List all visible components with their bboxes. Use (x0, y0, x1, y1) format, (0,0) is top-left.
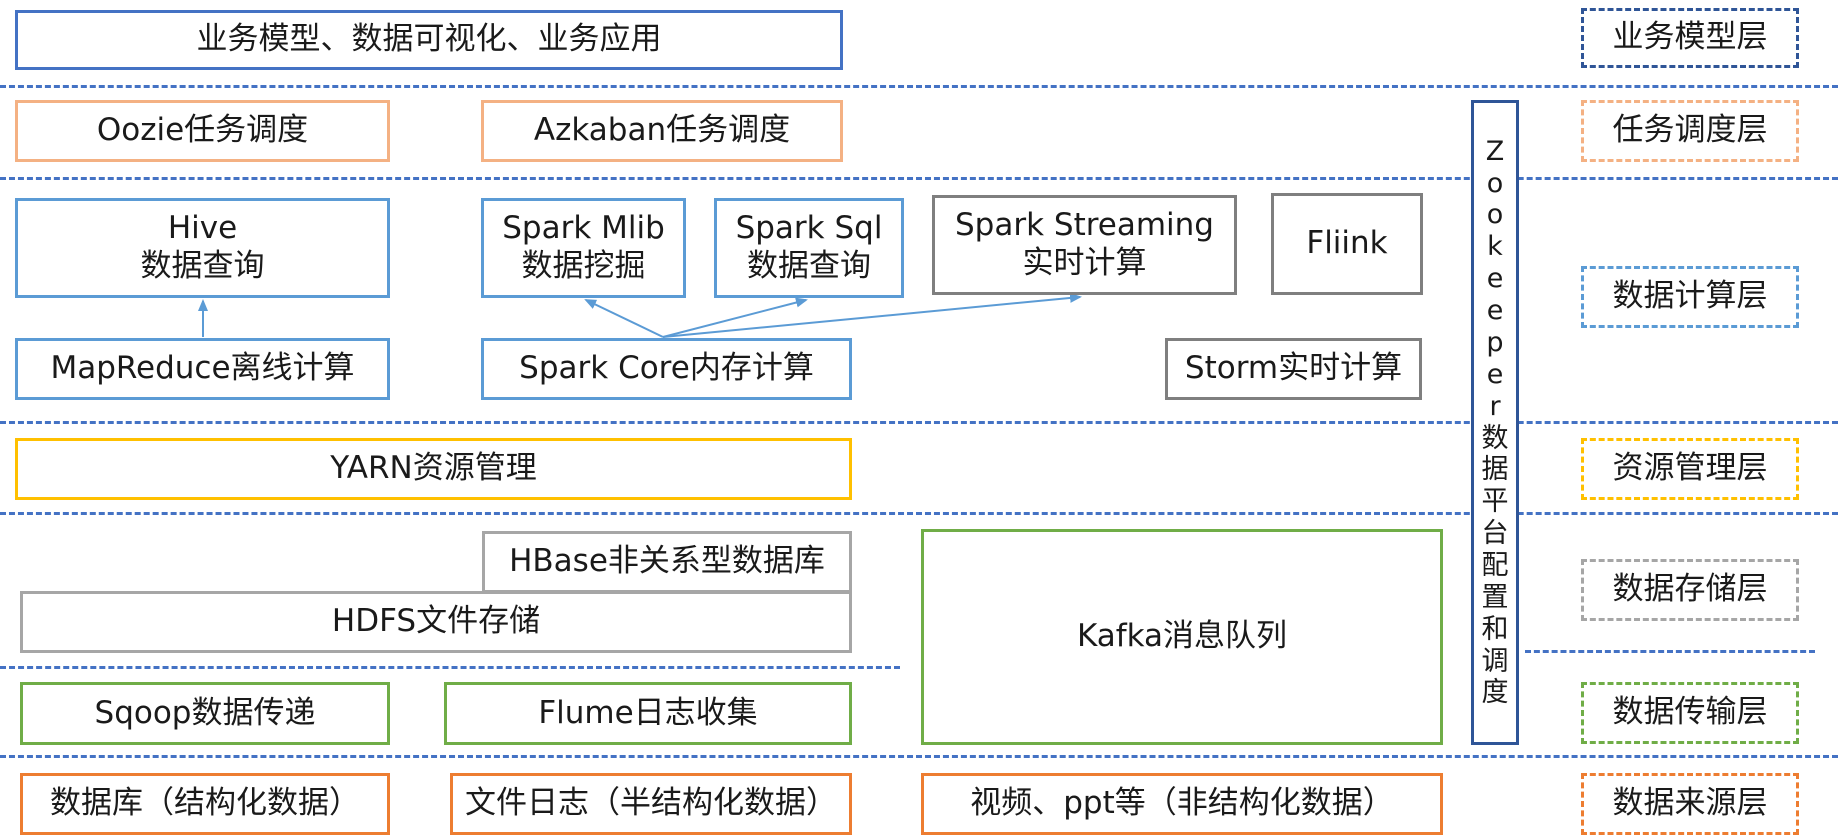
zookeeper-char: e (1486, 295, 1504, 327)
hive-subtitle: 数据查询 (140, 248, 265, 284)
hive-box: Hive 数据查询 (15, 198, 390, 298)
storm-box: Storm实时计算 (1165, 338, 1422, 400)
spark-sql-subtitle: 数据查询 (747, 248, 871, 284)
spark-streaming-subtitle: 实时计算 (1022, 245, 1147, 281)
sqoop-box: Sqoop数据传递 (20, 682, 390, 745)
spark-mlib-box: Spark Mlib 数据挖掘 (481, 198, 686, 298)
business-apps-box: 业务模型、数据可视化、业务应用 (15, 10, 843, 70)
spark-sql-box: Spark Sql 数据查询 (714, 198, 904, 298)
zookeeper-char: e (1486, 358, 1504, 390)
layer-label-data-transfer: 数据传输层 (1581, 682, 1799, 744)
separator-task-compute (0, 177, 1838, 180)
spark-mlib-subtitle: 数据挖掘 (521, 248, 646, 284)
zookeeper-char: e (1486, 263, 1504, 295)
arrow-sparkcore-to-sql (662, 297, 808, 338)
zookeeper-char: o (1486, 167, 1504, 199)
yarn-box: YARN资源管理 (15, 438, 852, 500)
zookeeper-char: 配 (1481, 549, 1509, 581)
oozie-box: Oozie任务调度 (15, 100, 390, 162)
zookeeper-char: r (1489, 390, 1501, 422)
flink-box: Fliink (1271, 193, 1423, 295)
azkaban-box: Azkaban任务调度 (481, 100, 843, 162)
database-box: 数据库（结构化数据） (20, 773, 390, 835)
zookeeper-char: k (1487, 231, 1503, 263)
spark-sql-title: Spark Sql (735, 210, 883, 247)
layer-label-data-compute: 数据计算层 (1581, 266, 1799, 328)
spark-streaming-box: Spark Streaming 实时计算 (932, 195, 1237, 295)
separator-business-task (0, 85, 1838, 88)
zookeeper-char: 台 (1481, 518, 1509, 550)
layer-label-business-model: 业务模型层 (1581, 8, 1799, 68)
hive-title: Hive (167, 210, 238, 247)
separator-storage-transfer-left (0, 666, 900, 669)
layer-label-data-source: 数据来源层 (1581, 773, 1799, 835)
hdfs-box: HDFS文件存储 (20, 591, 852, 653)
arrow-sparkcore-to-mlib (584, 299, 664, 338)
video-ppt-box: 视频、ppt等（非结构化数据） (921, 773, 1443, 835)
separator-storage-transfer-right (1525, 650, 1815, 653)
zookeeper-char: 和 (1481, 613, 1509, 645)
spark-core-box: Spark Core内存计算 (481, 338, 852, 400)
zookeeper-char: p (1486, 326, 1504, 358)
zookeeper-char: Z (1485, 135, 1505, 167)
zookeeper-char: 据 (1481, 454, 1509, 486)
zookeeper-char: 调 (1481, 645, 1509, 677)
layer-label-resource-mgmt: 资源管理层 (1581, 438, 1799, 500)
layer-label-data-storage: 数据存储层 (1581, 559, 1799, 621)
spark-mlib-title: Spark Mlib (502, 210, 665, 247)
zookeeper-char: o (1486, 199, 1504, 231)
zookeeper-char: 平 (1481, 486, 1509, 518)
separator-transfer-source (0, 755, 1838, 758)
separator-resource-storage (0, 512, 1838, 515)
file-logs-box: 文件日志（半结构化数据） (450, 773, 852, 835)
kafka-box: Kafka消息队列 (921, 529, 1443, 745)
arrow-sparkcore-to-streaming (662, 292, 1082, 338)
hbase-box: HBase非关系型数据库 (482, 531, 852, 593)
flume-box: Flume日志收集 (444, 682, 852, 745)
zookeeper-char: 置 (1481, 581, 1509, 613)
separator-compute-resource (0, 421, 1838, 424)
zookeeper-char: 度 (1481, 677, 1509, 709)
zookeeper-char: 数 (1481, 422, 1509, 454)
layer-label-task-scheduling: 任务调度层 (1581, 100, 1799, 162)
mapreduce-box: MapReduce离线计算 (15, 338, 390, 400)
spark-streaming-title: Spark Streaming (954, 207, 1214, 244)
